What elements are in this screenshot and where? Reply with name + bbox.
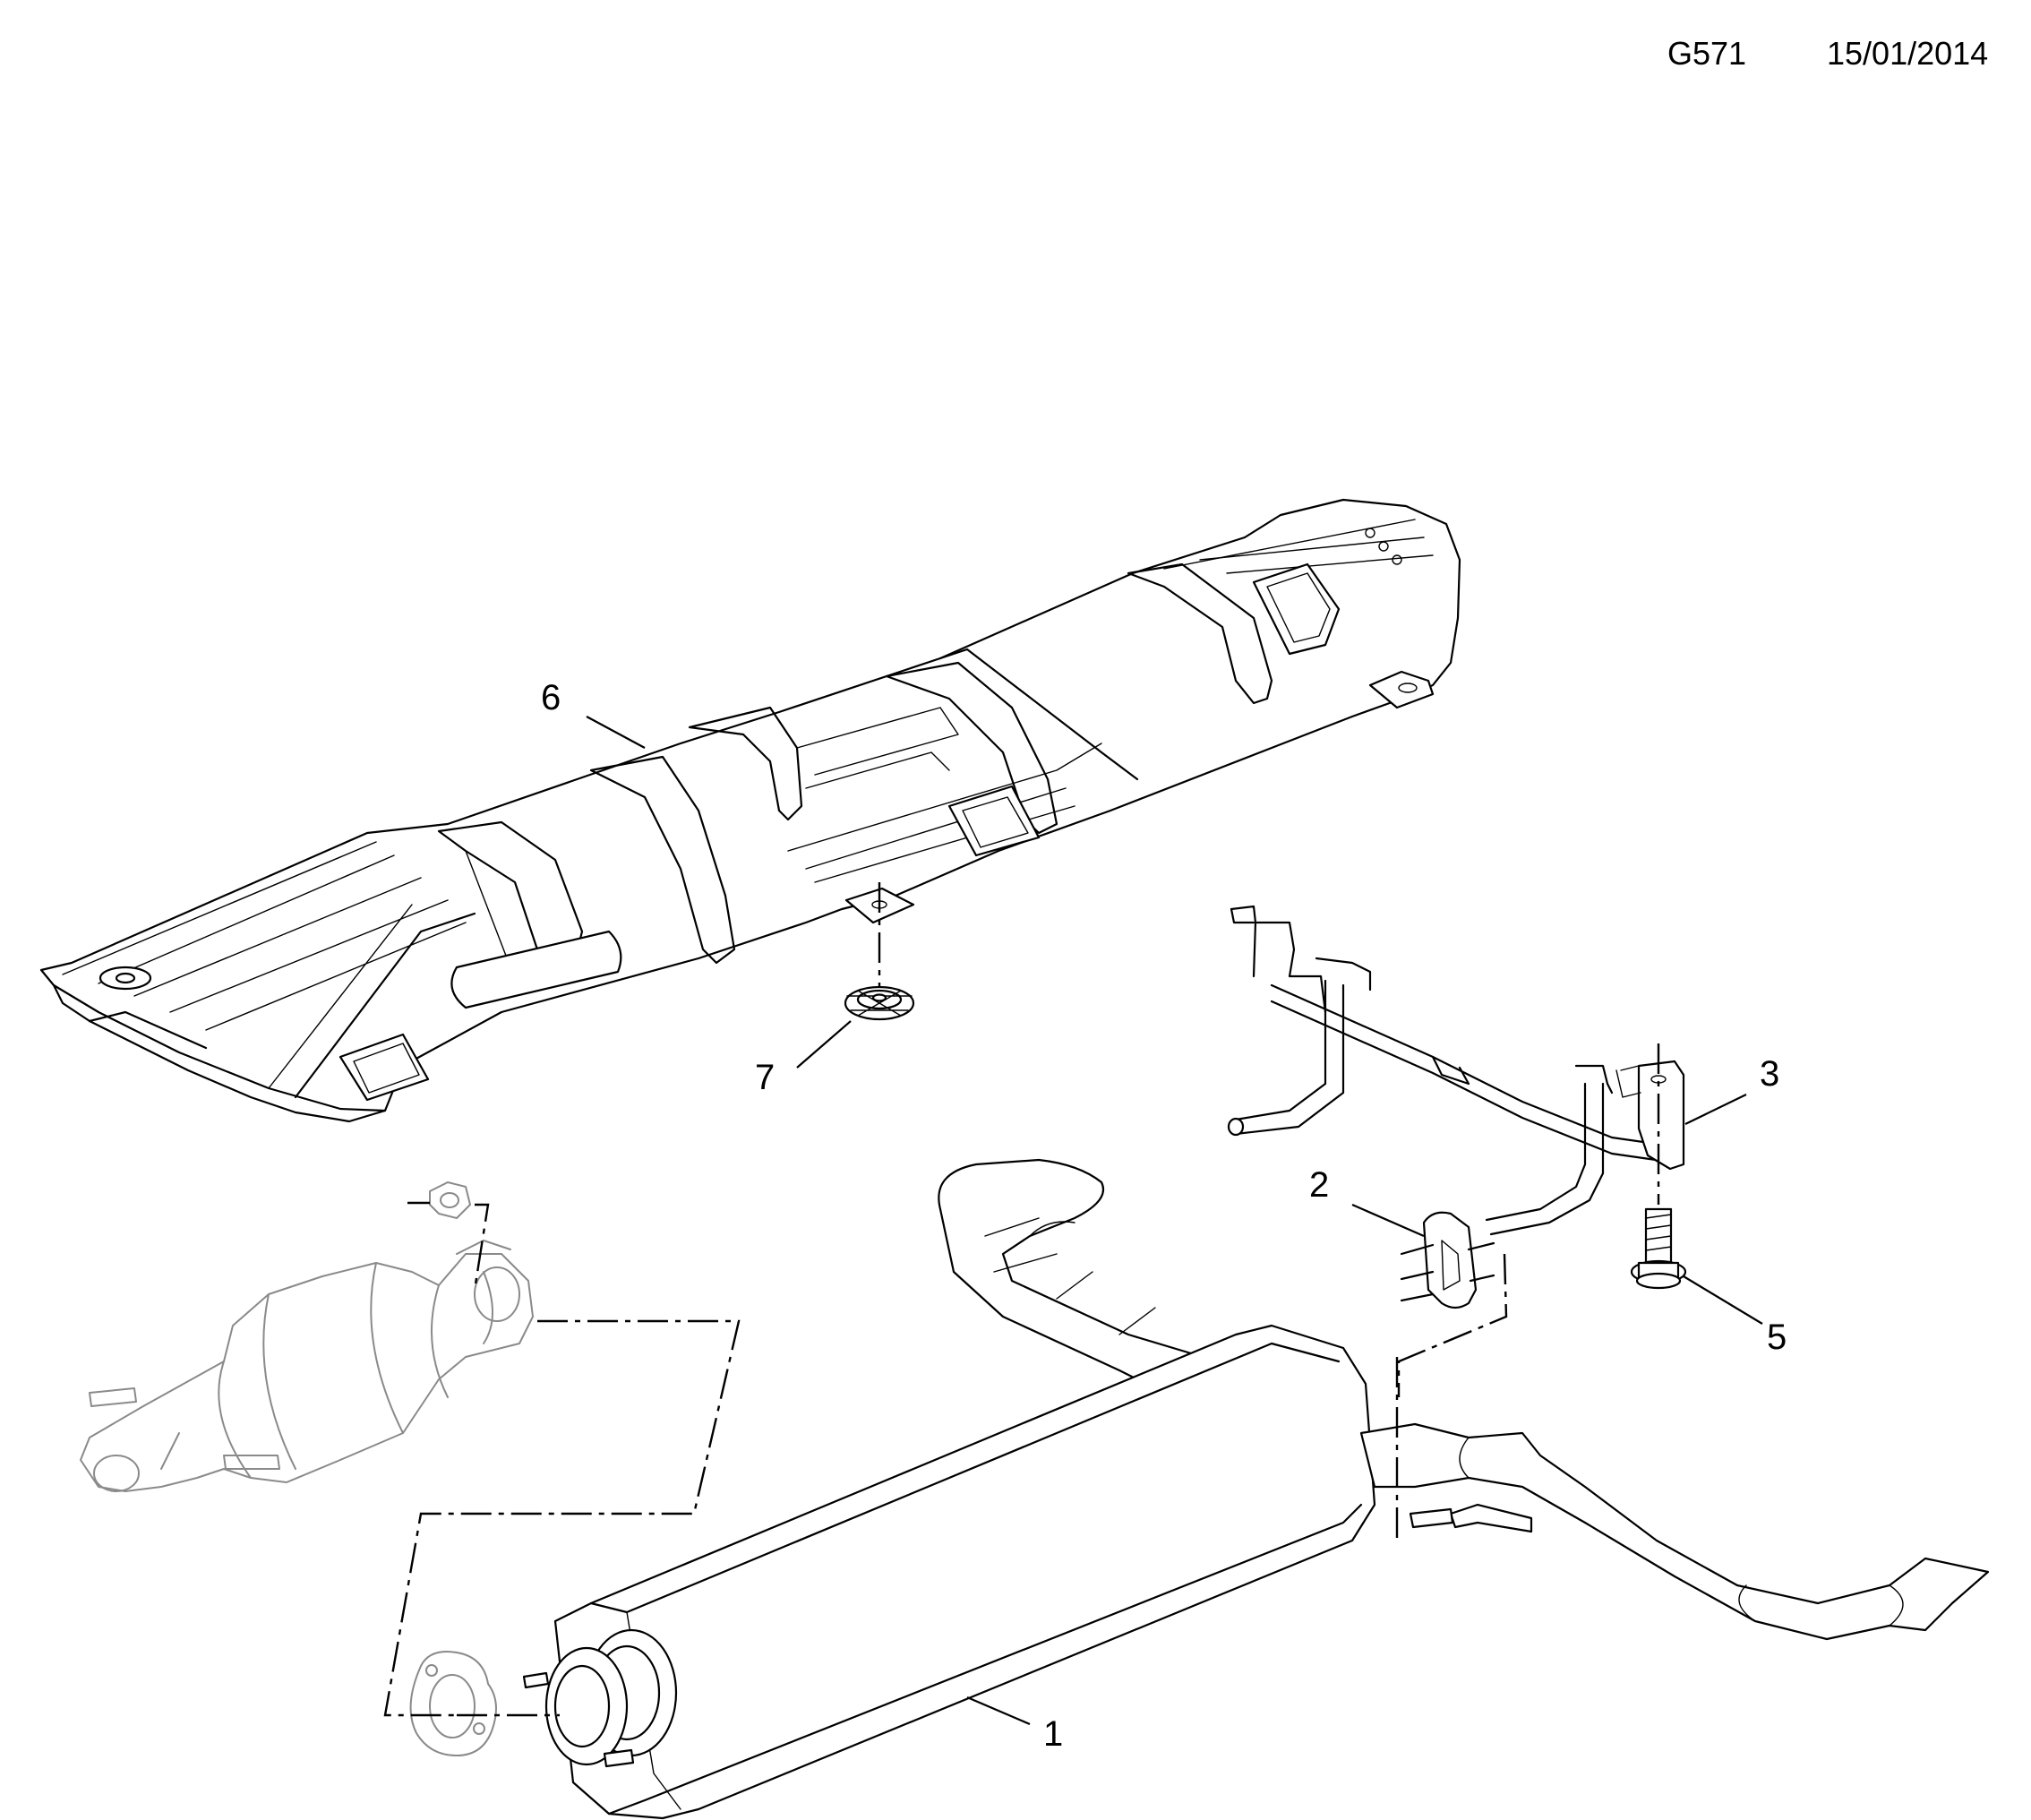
callout-7: 7 (755, 1020, 852, 1097)
callout-1-label: 1 (1043, 1714, 1063, 1754)
callout-2-label: 2 (1309, 1165, 1329, 1205)
callout-3: 3 (1684, 1054, 1779, 1125)
bolt-part-5[interactable] (1630, 1207, 1687, 1290)
bracket-part-3[interactable] (1227, 905, 1685, 1236)
heat-shield-nut-part-7[interactable] (844, 882, 915, 1021)
flange-gasket[interactable] (409, 1651, 497, 1756)
diagram-date: 15/01/2014 (1827, 35, 1988, 72)
alignment-lines-converter (383, 1203, 1399, 1717)
callout-5: 5 (1683, 1275, 1787, 1357)
converter-nut[interactable] (407, 1181, 471, 1219)
diagram-code: G571 (1667, 35, 1746, 72)
rubber-hanger-part-2[interactable] (1397, 1211, 1508, 1397)
callout-3-label: 3 (1760, 1054, 1779, 1094)
callout-6-label: 6 (541, 678, 561, 717)
callout-1: 1 (966, 1696, 1063, 1754)
callout-6: 6 (541, 678, 646, 749)
muffler-part-1[interactable] (522, 1158, 1990, 1820)
callout-2: 2 (1309, 1165, 1425, 1238)
callout-7-label: 7 (755, 1058, 775, 1097)
heat-shield-part-6[interactable] (39, 498, 1461, 1123)
callout-5-label: 5 (1767, 1318, 1787, 1357)
catalytic-converter-context (80, 1240, 534, 1492)
